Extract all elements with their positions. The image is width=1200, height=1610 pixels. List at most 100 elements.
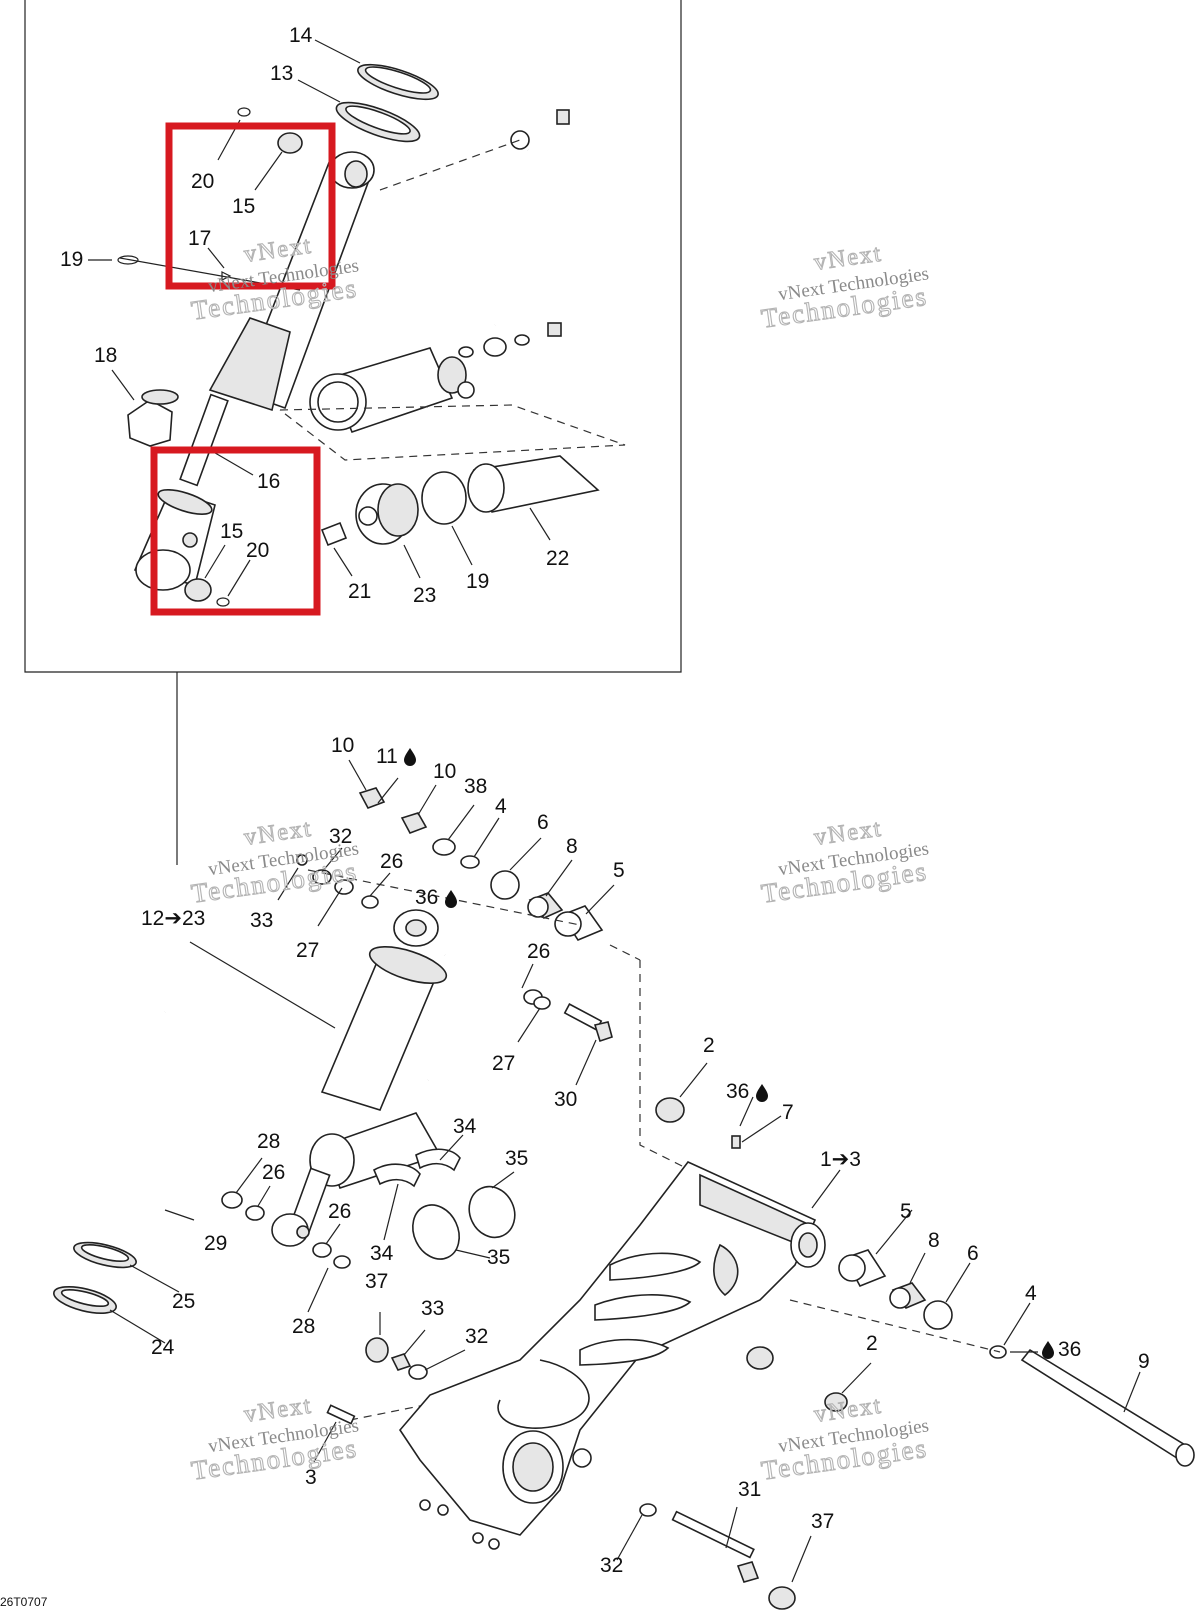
part-plug-2-c	[824, 1392, 848, 1412]
part-bolt-3	[326, 1404, 356, 1425]
part-sleeve-5-a	[554, 905, 604, 941]
part-grease-nipple-7	[731, 1135, 741, 1149]
oil-drop-icon	[445, 890, 457, 908]
part-bolt-30	[563, 1003, 613, 1043]
label-37-a: 37	[365, 1270, 388, 1293]
label-6-a: 6	[537, 811, 549, 834]
label-26-c: 26	[262, 1161, 285, 1184]
part-valve-21	[320, 521, 348, 547]
label-27-a: 27	[296, 939, 319, 962]
label-36-a: 36	[415, 886, 438, 909]
part-clamp-35-a	[412, 1204, 460, 1260]
callout-labels: 14 13 20 15 17 19 18 16 15 20 21 23 19 2…	[0, 24, 1150, 1609]
label-31: 31	[738, 1478, 761, 1501]
part-seat-24	[53, 1286, 117, 1314]
label-15-top: 15	[232, 195, 255, 218]
part-seal-6-b	[923, 1300, 953, 1330]
label-22: 22	[546, 547, 569, 570]
part-sleeve-22	[467, 455, 600, 513]
label-8-b: 8	[928, 1229, 940, 1252]
part-clamp-35-b	[468, 1185, 516, 1239]
part-plug-2-a	[655, 1097, 685, 1123]
part-shaft-9	[1020, 1348, 1195, 1467]
label-7: 7	[782, 1101, 794, 1124]
label-11: 11	[376, 745, 398, 768]
label-33-b: 33	[421, 1297, 444, 1320]
label-23: 23	[413, 584, 436, 607]
label-13: 13	[270, 62, 293, 85]
part-oring-19	[421, 471, 467, 525]
part-reservoir-hose	[379, 109, 603, 358]
label-28-b: 28	[292, 1315, 315, 1338]
part-seal-6-a	[490, 870, 520, 900]
label-32-a: 32	[329, 825, 352, 848]
watermark-bottom-right: vNext vNext Technologies Technologies	[759, 1392, 930, 1486]
label-38: 38	[464, 775, 487, 798]
part-shock-body	[133, 151, 375, 591]
part-spring-seat-14	[357, 63, 439, 101]
label-5-a: 5	[613, 859, 625, 882]
label-32-c: 32	[600, 1554, 623, 1577]
part-bump-stop-18	[127, 389, 179, 447]
label-34-b: 34	[370, 1242, 394, 1265]
highlight-box-top	[165, 122, 336, 290]
part-pad-34-b	[415, 1148, 461, 1172]
label-26-b: 26	[527, 940, 550, 963]
label-10-a: 10	[331, 734, 354, 757]
label-2-b: 2	[866, 1332, 878, 1355]
part-bearing-8-a	[527, 892, 564, 919]
part-pad-34-a	[372, 1163, 421, 1188]
label-36-c: 36	[1058, 1338, 1081, 1361]
part-spring-seat-13	[335, 101, 421, 143]
part-oring-4-a	[460, 855, 480, 869]
label-19-bottom: 19	[466, 570, 489, 593]
part-swing-arm	[398, 1161, 826, 1550]
part-cap-37-b	[768, 1586, 796, 1610]
part-bolt-33-a	[296, 854, 308, 866]
part-sleeve-5-b	[838, 1249, 887, 1288]
label-6-b: 6	[967, 1242, 979, 1265]
label-35-a: 35	[505, 1147, 528, 1170]
label-19-top: 19	[60, 248, 83, 271]
label-33-a: 33	[250, 909, 273, 932]
part-bearing-8-b	[889, 1282, 927, 1309]
label-4-b: 4	[1025, 1282, 1037, 1305]
label-4-a: 4	[495, 795, 507, 818]
label-3: 3	[305, 1466, 317, 1489]
oil-drop-icon	[756, 1084, 768, 1102]
part-nut-10-b	[400, 812, 428, 834]
part-bolt-31	[671, 1510, 760, 1583]
label-17: 17	[188, 227, 211, 250]
label-28-a: 28	[257, 1130, 280, 1153]
label-8-a: 8	[566, 835, 578, 858]
label-2-a: 2	[703, 1034, 715, 1057]
part-nut-33-b	[390, 1353, 412, 1371]
part-seat-25	[73, 1241, 137, 1269]
label-36-b: 36	[726, 1080, 749, 1103]
label-5-b: 5	[900, 1200, 912, 1223]
label-25: 25	[172, 1290, 195, 1313]
label-32-b: 32	[465, 1325, 488, 1348]
label-21: 21	[348, 580, 371, 603]
label-26-a: 26	[380, 850, 403, 873]
label-9: 9	[1138, 1350, 1150, 1373]
part-bushing-15-bottom	[184, 578, 212, 602]
label-15-bottom: 15	[220, 520, 243, 543]
main-assembly	[53, 759, 1195, 1610]
part-plug-2-b	[746, 1346, 774, 1370]
label-16: 16	[257, 470, 280, 493]
label-1-3: 1➔3	[820, 1148, 861, 1171]
part-bushing-15-top	[277, 132, 303, 154]
part-shock-assembly	[271, 909, 494, 1247]
oil-drop-icon	[404, 748, 416, 766]
part-nut-10-a	[358, 787, 386, 809]
watermark-bottom-left: vNext vNext Technologies Technologies	[189, 1392, 360, 1486]
label-14: 14	[289, 24, 313, 47]
label-34-a: 34	[453, 1115, 477, 1138]
highlight-box-bottom	[150, 446, 321, 616]
part-reservoir	[279, 347, 626, 461]
label-20-top: 20	[191, 170, 214, 193]
label-30: 30	[554, 1088, 577, 1111]
watermark-mid-right: vNext vNext Technologies Technologies	[759, 815, 930, 909]
